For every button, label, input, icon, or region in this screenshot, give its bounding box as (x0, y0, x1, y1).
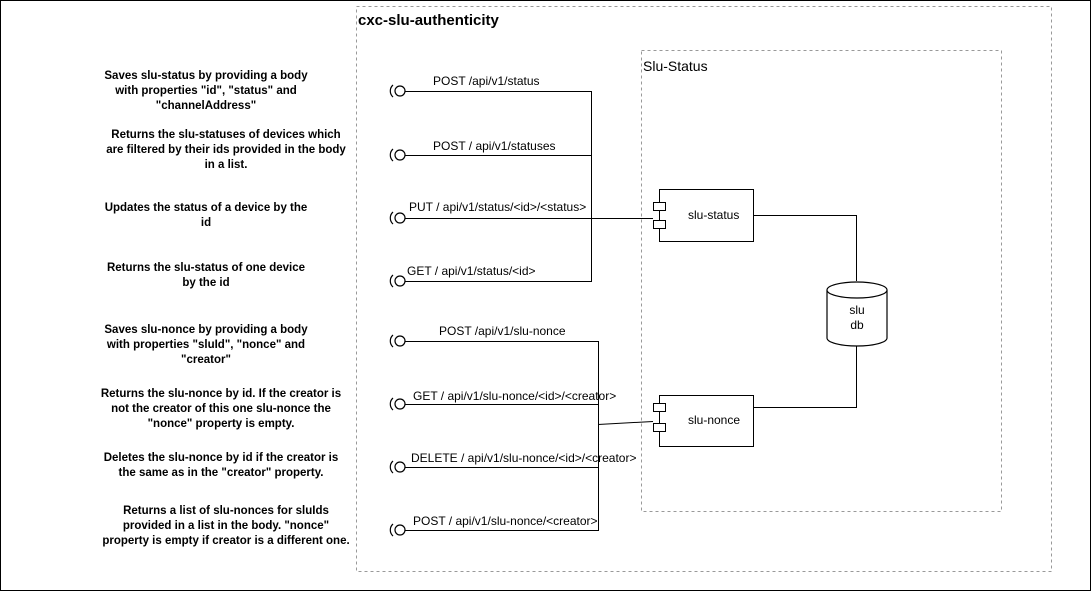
inner-boundary-title: Slu-Status (643, 58, 708, 74)
description-line: Returns a list of slu-nonces for sluIds (123, 505, 329, 517)
description-line: id (200, 217, 212, 229)
database-label-line: slu (849, 303, 865, 317)
interface-icon (389, 84, 406, 98)
endpoint-label: GET / api/v1/slu-nonce/<id>/<creator> (413, 389, 617, 403)
db-connectors (753, 215, 857, 408)
interface-icon (389, 274, 406, 288)
description-line: property is empty if creator is a differ… (102, 535, 350, 547)
inner-boundary (641, 50, 1002, 512)
interface-icon (389, 523, 406, 537)
outer-boundary-title: cxc-slu-authenticity (358, 12, 499, 29)
description-line: with properties "sluId", "nonce" and (106, 339, 306, 351)
description-line: are filtered by their ids provided in th… (106, 144, 346, 156)
slu-nonce-component (653, 395, 754, 447)
status-wires (405, 91, 653, 282)
endpoint-description: Deletes the slu-nonce by id if the creat… (81, 451, 361, 481)
database-label-line: db (850, 318, 864, 332)
nonce-wires (405, 341, 654, 531)
endpoint-label: DELETE / api/v1/slu-nonce/<id>/<creator> (411, 451, 637, 465)
description-line: Saves slu-nonce by providing a body (104, 324, 308, 336)
database-label: slu db (827, 303, 887, 333)
description-line: Deletes the slu-nonce by id if the creat… (103, 452, 339, 464)
description-line: not the creator of this one slu-nonce th… (111, 403, 331, 415)
interface-icon (389, 148, 406, 162)
description-line: with properties "id", "status" and (115, 85, 297, 97)
description-line: provided in a list in the body. "nonce" (122, 520, 330, 532)
endpoint-description: Saves slu-nonce by providing a body with… (81, 323, 331, 368)
interface-icon (389, 334, 406, 348)
endpoint-description: Returns a list of slu-nonces for sluIds … (71, 504, 381, 549)
slu-nonce-label: slu-nonce (688, 413, 741, 427)
description-line: Returns the slu-statuses of devices whic… (111, 129, 341, 141)
description-line: "creator" (181, 354, 231, 366)
endpoint-label: GET / api/v1/status/<id> (407, 264, 536, 278)
endpoint-label: POST /api/v1/slu-nonce (439, 324, 566, 338)
description-line: Returns the slu-status of one device (106, 262, 306, 274)
description-line: Saves slu-status by providing a body (104, 70, 308, 82)
slu-status-label: slu-status (688, 208, 740, 222)
endpoint-label: POST /api/v1/status (433, 74, 540, 88)
description-line: by the id (182, 277, 230, 289)
endpoint-label: POST / api/v1/slu-nonce/<creator> (413, 514, 598, 528)
endpoint-description: Returns the slu-statuses of devices whic… (81, 128, 371, 173)
interface-icon (389, 211, 406, 225)
description-line: "nonce" property is empty. (147, 418, 295, 430)
endpoint-label: PUT / api/v1/status/<id>/<status> (409, 200, 587, 214)
description-line: Returns the slu-nonce by id. If the crea… (100, 388, 342, 400)
endpoint-label: POST / api/v1/statuses (433, 139, 556, 153)
endpoint-description: Returns the slu-nonce by id. If the crea… (81, 387, 361, 432)
description-line: "channelAddress" (155, 100, 257, 112)
database-cylinder-icon (826, 281, 888, 347)
description-line: the same as in the "creator" property. (118, 467, 324, 479)
description-line: in a list. (204, 159, 248, 171)
endpoint-description: Updates the status of a device by the id (86, 201, 326, 231)
description-line: Updates the status of a device by the (104, 202, 308, 214)
interface-symbols (389, 84, 406, 537)
endpoint-description: Saves slu-status by providing a body wit… (71, 69, 341, 114)
interface-icon (389, 460, 406, 474)
interface-icon (389, 397, 406, 411)
endpoint-description: Returns the slu-status of one device by … (86, 261, 326, 291)
